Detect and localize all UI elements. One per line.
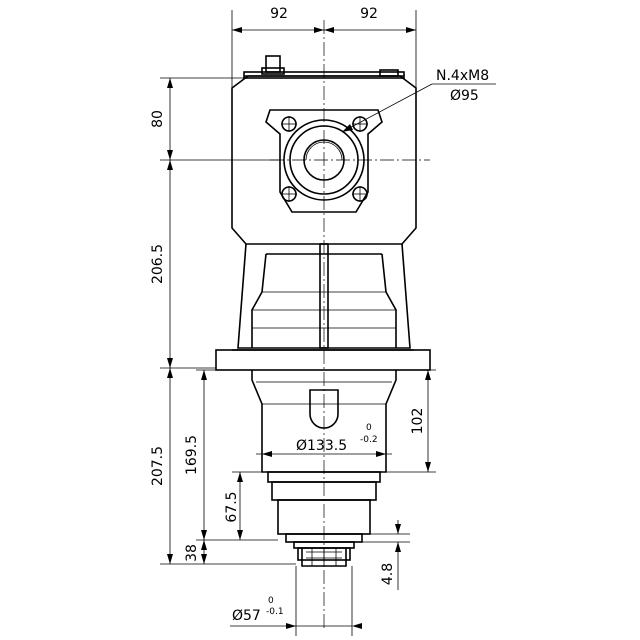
dim-tol-lower-57: -0.1	[266, 607, 284, 617]
dim-tol-upper-57: 0	[268, 596, 274, 606]
dim-dia-133-5: Ø133.5 0 -0.2	[256, 423, 392, 457]
callout-bolt-pattern: N.4xM8 Ø95	[341, 68, 496, 133]
dim-label-102: 102	[410, 408, 426, 435]
dim-label-4-8: 4.8	[380, 563, 396, 585]
bolt-hole-bl	[281, 186, 297, 202]
dim-label-80: 80	[150, 110, 166, 128]
dim-label-top-right: 92	[360, 6, 378, 22]
dim-label-top-left: 92	[270, 6, 288, 22]
dim-top-width: 92 92	[231, 6, 417, 88]
callout-bolt-circle: Ø95	[450, 88, 479, 104]
dim-label-38: 38	[184, 544, 200, 562]
dim-dia-57: Ø57 0 -0.1	[230, 566, 362, 636]
bolt-hole-br	[352, 186, 368, 202]
mounting-plate	[215, 349, 431, 371]
callout-bolt-spec: N.4xM8	[436, 68, 489, 84]
dim-tol-lower-133-5: -0.2	[360, 435, 378, 445]
dim-left-heights: 80 206.5 207.5 169.5 38 67.5	[150, 77, 296, 565]
dim-right-heights: 102 4.8	[354, 369, 436, 590]
dim-label-67-5: 67.5	[224, 491, 240, 522]
dim-label-207-5: 207.5	[150, 446, 166, 486]
dim-label-dia-133-5: Ø133.5	[296, 438, 347, 454]
dim-label-206-5: 206.5	[150, 244, 166, 284]
bolt-hole-tl	[281, 116, 297, 132]
bolt-hole-tr	[352, 116, 368, 132]
gearbox-housing	[231, 55, 417, 245]
dim-tol-upper-133-5: 0	[366, 423, 372, 433]
dim-label-169-5: 169.5	[184, 435, 200, 475]
dim-label-dia-57: Ø57	[232, 608, 261, 624]
center-lines	[270, 20, 430, 630]
